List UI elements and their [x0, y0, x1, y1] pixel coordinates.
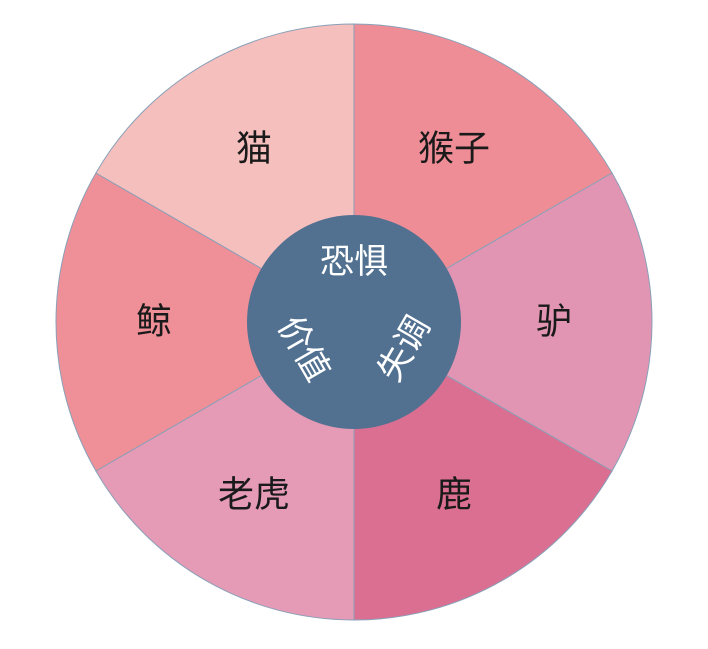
- center-hub: [247, 215, 461, 429]
- segment-label-cat: 猫: [236, 128, 272, 169]
- hub-label-fear: 恐惧: [320, 242, 388, 282]
- segment-label-deer: 鹿: [436, 475, 472, 516]
- segment-label-donkey: 驴: [536, 302, 572, 343]
- segment-label-monkey: 猴子: [418, 128, 490, 169]
- segment-whale: [55, 172, 356, 472]
- segment-label-whale: 鲸: [136, 302, 172, 343]
- segment-donkey: [352, 172, 653, 472]
- outer-ring-labels: 猴子 驴 鹿 老虎 鲸 猫: [136, 128, 572, 515]
- segment-label-tiger: 老虎: [218, 475, 290, 516]
